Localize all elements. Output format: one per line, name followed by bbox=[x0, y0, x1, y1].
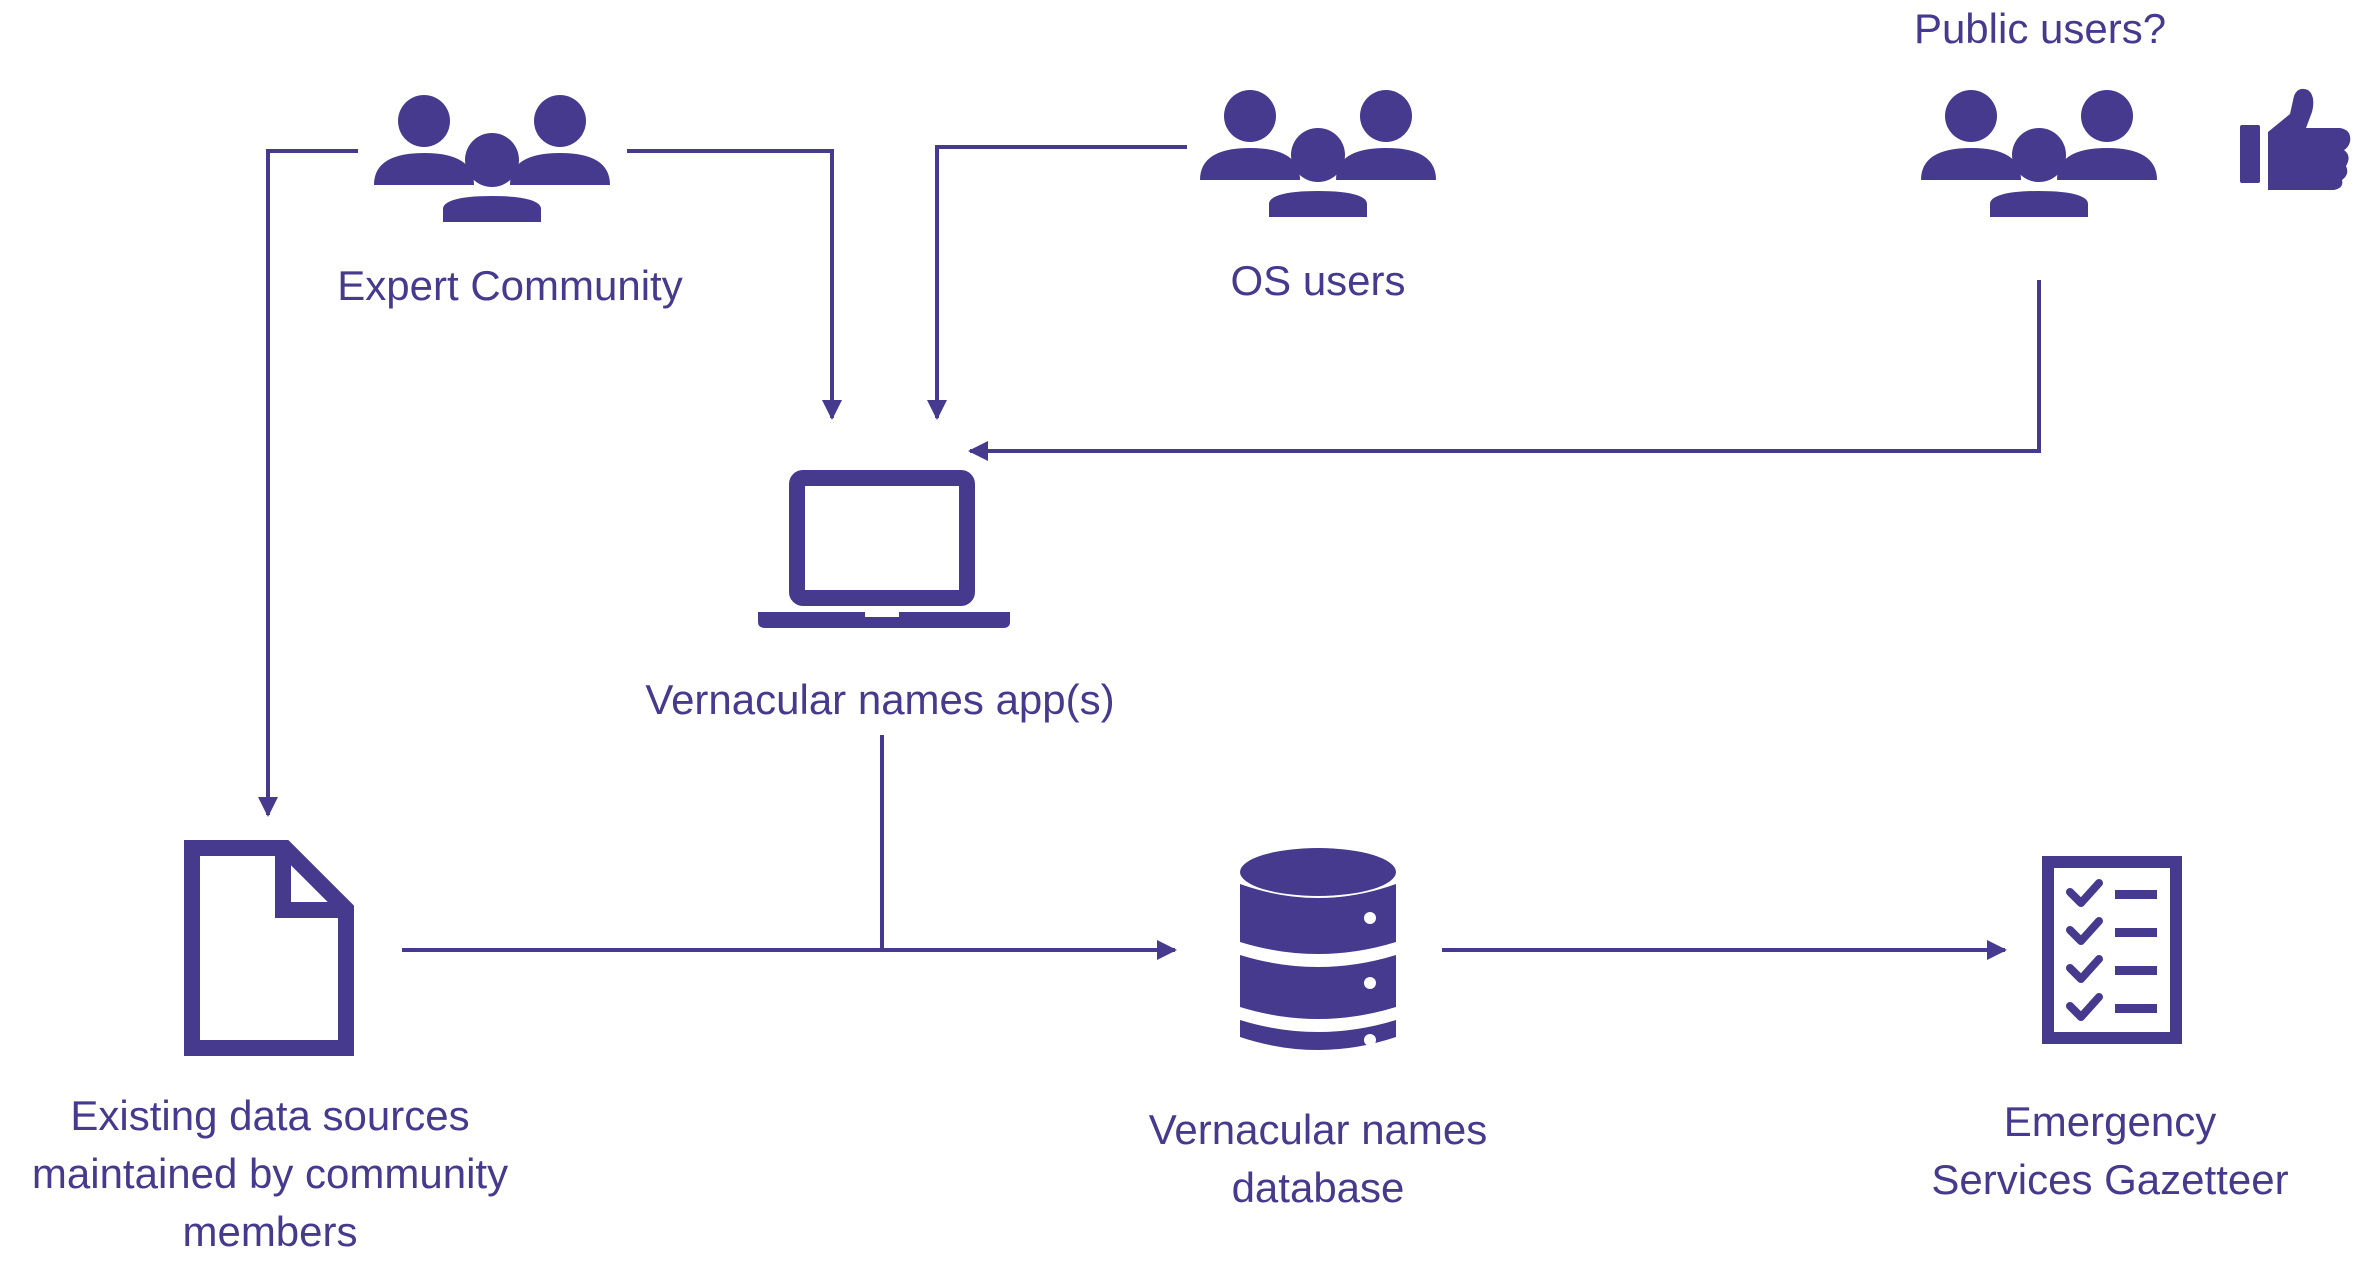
arrow-public-users-to-app bbox=[968, 280, 2041, 461]
data-sources-label-line-2: maintained by community bbox=[31, 1150, 509, 1197]
arrow-expert-to-data-sources bbox=[258, 149, 358, 817]
laptop-icon bbox=[758, 470, 1010, 628]
database-label-line-1: Vernacular names bbox=[1148, 1106, 1488, 1153]
gazetteer-label-line-2: Services Gazetteer bbox=[1931, 1156, 2289, 1203]
data-sources-label: Existing data sources maintained by comm… bbox=[0, 1087, 540, 1261]
data-sources-label-line-1: Existing data sources bbox=[70, 1092, 470, 1139]
checklist-icon bbox=[2042, 856, 2182, 1044]
expert-community-label: Expert Community bbox=[337, 262, 683, 309]
database-label: Vernacular names database bbox=[1068, 1101, 1568, 1217]
gazetteer-label-line-1: Emergency bbox=[2003, 1098, 2217, 1145]
public-users-label: Public users? bbox=[1913, 5, 2167, 52]
people-group-icon bbox=[1200, 90, 1436, 220]
document-icon bbox=[184, 840, 354, 1056]
app-label: Vernacular names app(s) bbox=[645, 676, 1115, 723]
arrow-os-users-to-app bbox=[927, 145, 1187, 420]
data-sources-label-line-3: members bbox=[182, 1208, 358, 1255]
os-users-label: OS users bbox=[1230, 257, 1406, 304]
people-group-icon bbox=[1921, 90, 2157, 220]
people-group-icon bbox=[374, 95, 610, 225]
connectors bbox=[258, 145, 2041, 960]
database-label-line-2: database bbox=[1231, 1164, 1405, 1211]
arrow-expert-to-app bbox=[627, 149, 842, 420]
thumbs-up-icon bbox=[2240, 88, 2351, 190]
database-icon bbox=[1240, 848, 1396, 1050]
gazetteer-label: Emergency Services Gazetteer bbox=[1860, 1093, 2360, 1209]
